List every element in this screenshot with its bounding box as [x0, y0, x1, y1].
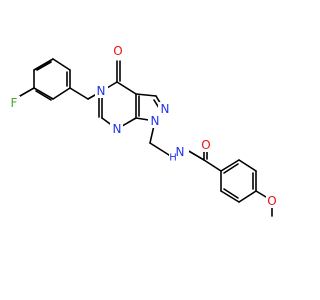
- atom-label-oxo-oxygen: O: [113, 44, 122, 58]
- bond: [186, 149, 205, 161]
- atom-label-ether-oxygen: O: [267, 194, 276, 208]
- atom-ring-nitrogen-benzyl: N: [95, 84, 108, 98]
- atom-label-amide-nitrogen: N: [176, 145, 185, 159]
- atom-labels: F O N N N N N H O: [8, 44, 279, 208]
- atom-label-pyrazole-nitrogen-substituted: N: [151, 114, 160, 128]
- bond: [255, 190, 267, 198]
- bond: [116, 81, 137, 95]
- atom-amide-oxygen: O: [200, 138, 213, 152]
- atom-label-pyrimidine-nitrogen: N: [113, 122, 122, 136]
- atom-label-fluorine: F: [11, 96, 18, 110]
- bond: [238, 190, 257, 203]
- bond: [238, 159, 257, 172]
- bond: [69, 87, 89, 100]
- bond: [36, 61, 52, 71]
- bond: [203, 159, 222, 172]
- bond: [135, 93, 157, 97]
- atom-label-amide-oxygen: O: [201, 138, 210, 152]
- atom-pyrazole-nitrogen-top: N: [158, 102, 171, 116]
- bond: [35, 90, 52, 101]
- bond: [52, 87, 71, 100]
- molecule-structure-diagram: F O N N N N N H O: [8, 44, 279, 217]
- bond: [19, 87, 35, 97]
- atom-label-amide-hydrogen: H: [169, 153, 177, 164]
- atom-amide-nh: N H: [169, 141, 189, 164]
- bond: [52, 58, 71, 71]
- bond: [220, 190, 240, 203]
- atom-pyrimidine-nitrogen: N: [110, 122, 123, 136]
- bond-lines: [19, 58, 273, 217]
- atom-label-pyrazole-nitrogen: N: [161, 102, 170, 116]
- bond: [33, 87, 54, 100]
- atom-pyrazole-nitrogen-substituted: N: [148, 114, 161, 128]
- atom-oxo-oxygen: O: [112, 44, 124, 58]
- bond: [220, 159, 240, 172]
- atom-fluorine: F: [8, 96, 20, 110]
- bond: [223, 163, 239, 174]
- bond: [149, 142, 170, 156]
- atom-label-ring-nitrogen: N: [97, 84, 106, 98]
- bond: [33, 58, 54, 71]
- atom-ether-oxygen: O: [266, 194, 279, 208]
- bond: [223, 188, 239, 199]
